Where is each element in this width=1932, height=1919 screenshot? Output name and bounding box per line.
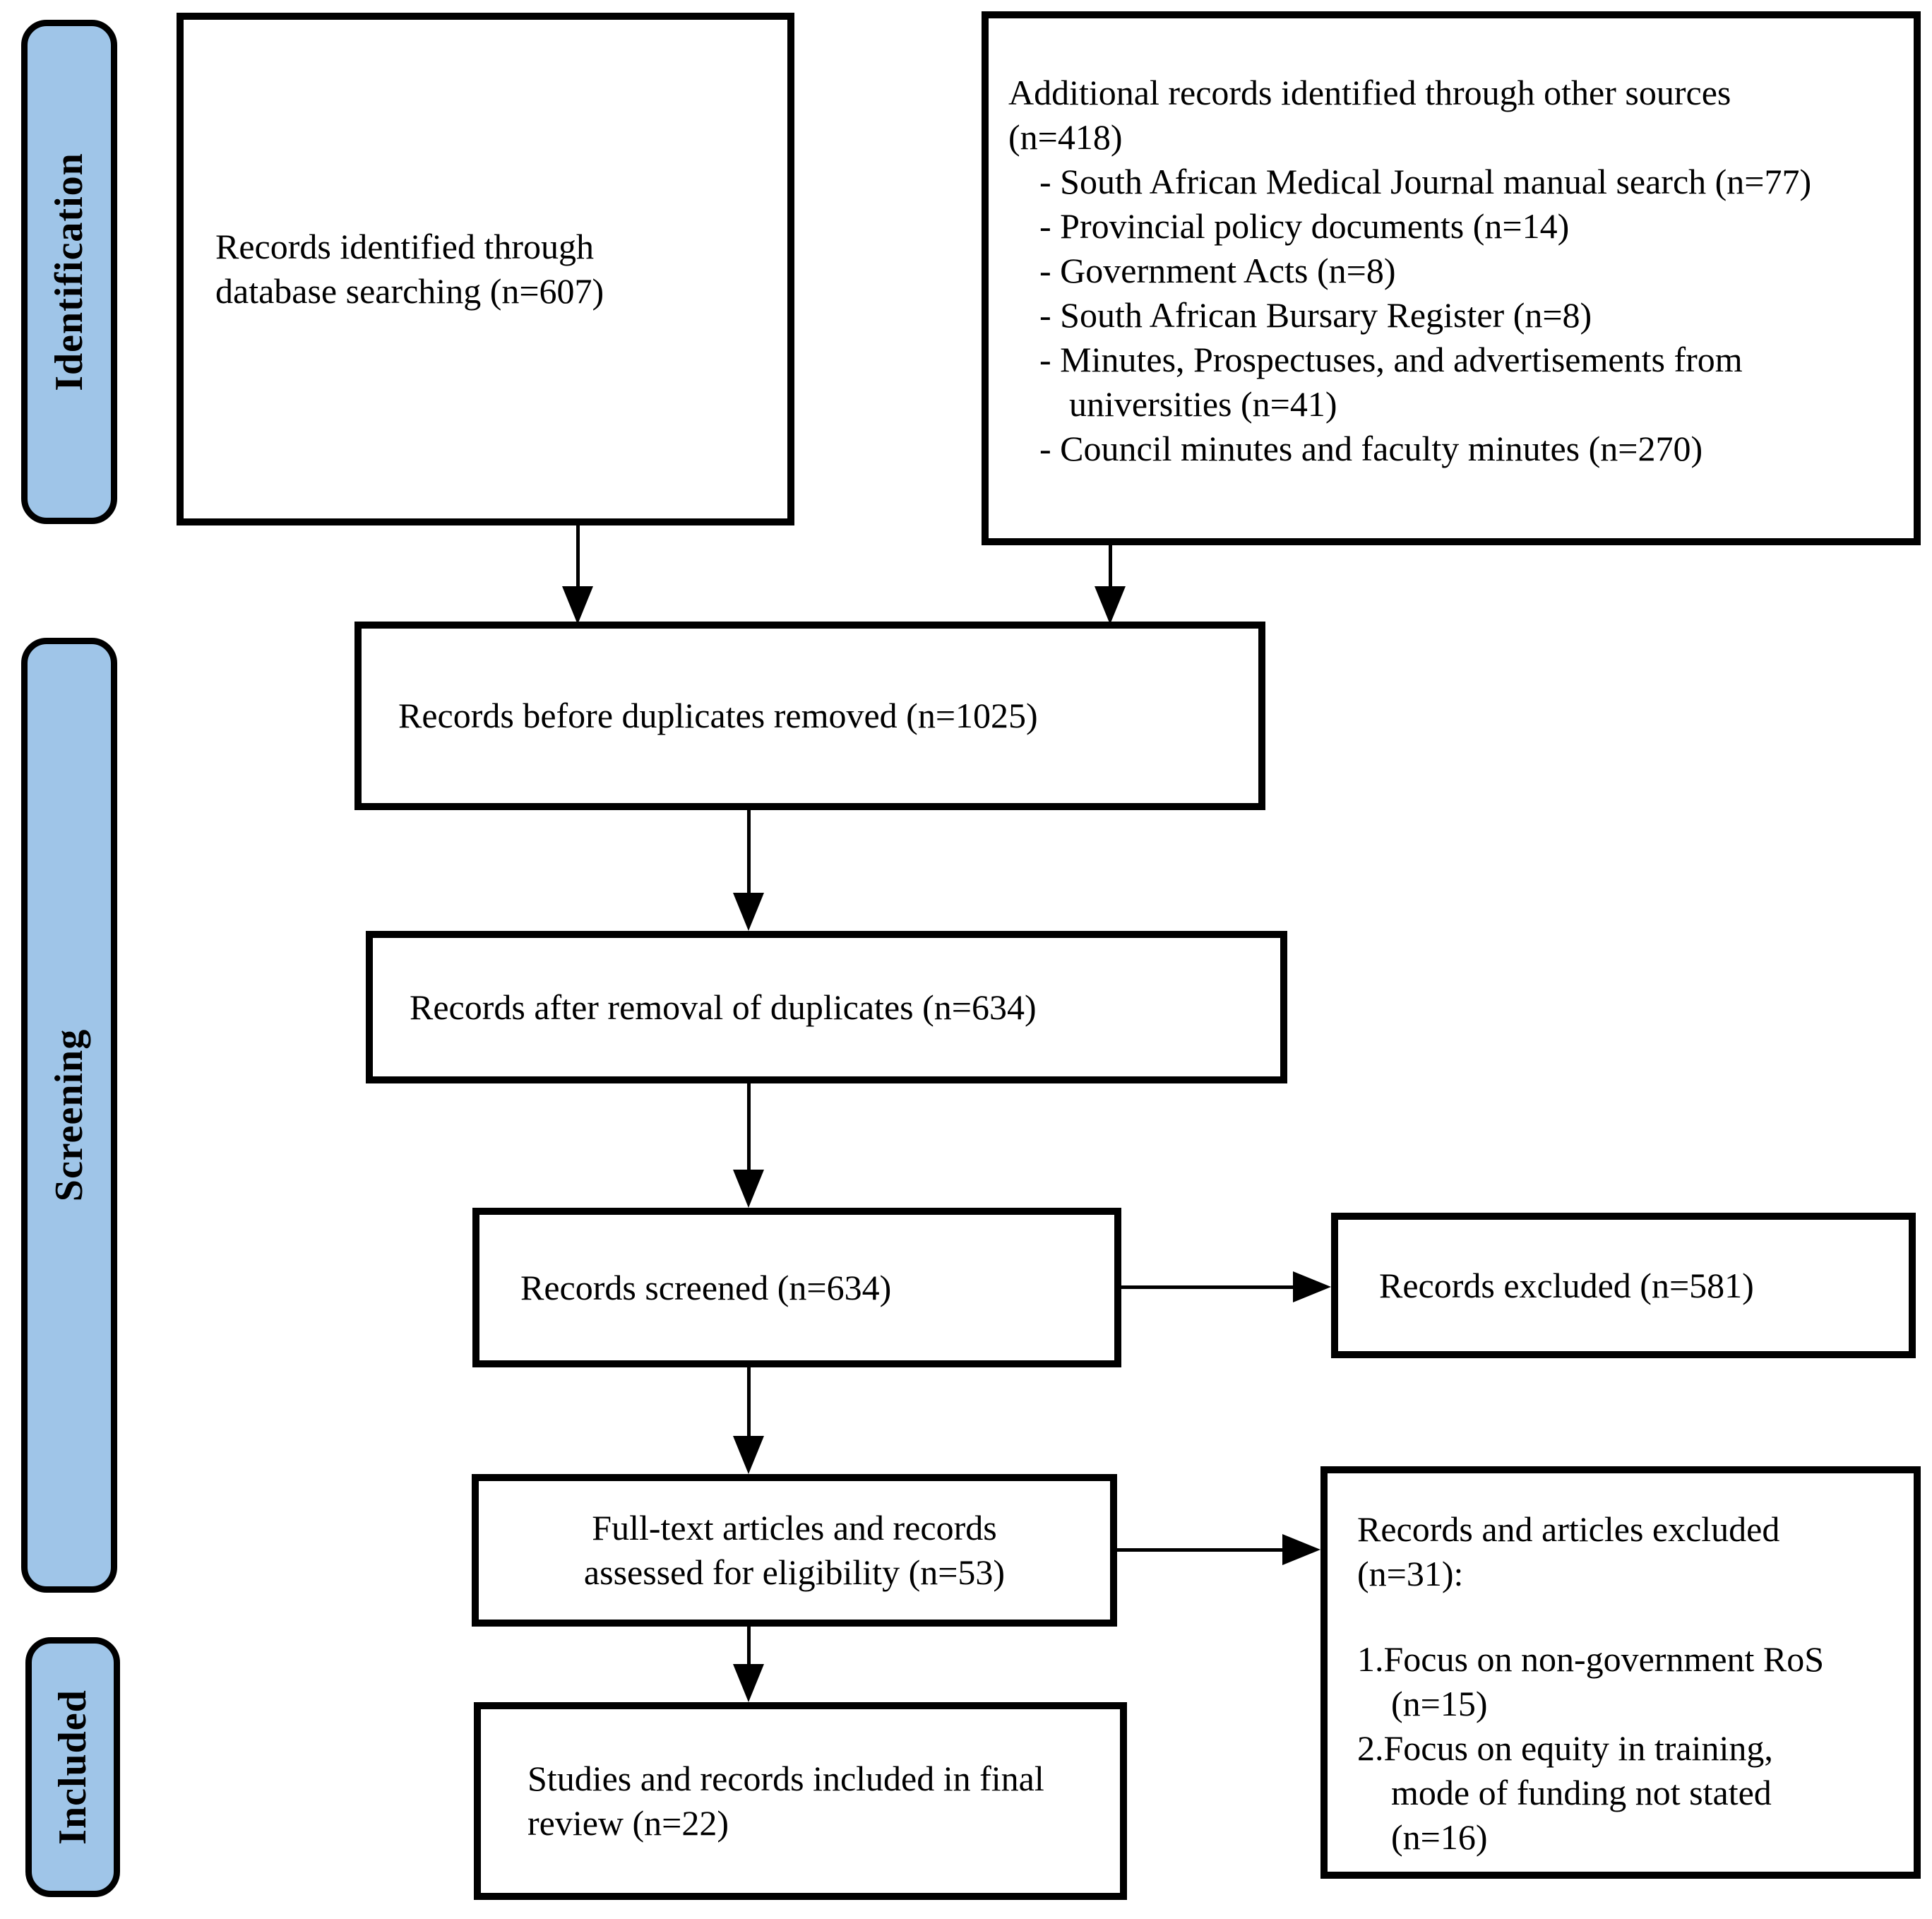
box-records-before-duplicates: Records before duplicates removed (n=102… [354,622,1265,810]
bullet-item: - Provincial policy documents (n=14) [1039,206,1570,246]
box-additional-records-other-sources: Additional records identified through ot… [982,11,1921,545]
bullet-item-continuation: universities (n=41) [1069,384,1337,424]
numbered-item-continuation: (n=15) [1391,1684,1488,1723]
box-text: Records excluded (n=581) [1379,1265,1754,1305]
box-text: Records after removal of duplicates (n=6… [410,987,1037,1027]
bullet-item: - Council minutes and faculty minutes (n… [1039,429,1703,468]
bullet-item: - Minutes, Prospectuses, and advertiseme… [1039,340,1743,379]
box-text-line: Full-text articles and records [592,1508,997,1547]
arrow-fulltext-to-included [747,1627,751,1665]
box-text-line: Additional records identified through ot… [1008,73,1731,112]
box-records-identified-database: Records identified through database sear… [177,13,794,525]
arrowhead-down-icon [1095,586,1126,624]
arrow-sources-to-before-duplicates [1109,545,1112,589]
box-text: Records screened (n=634) [520,1267,892,1307]
box-text-line: (n=31): [1357,1554,1464,1593]
stage-label-screening: Screening [47,1028,91,1202]
bullet-item: - South African Medical Journal manual s… [1039,162,1812,201]
numbered-item-continuation: mode of funding not stated [1391,1773,1772,1812]
arrowhead-down-icon [733,893,764,931]
numbered-item: 1.Focus on non-government RoS [1357,1639,1825,1679]
arrow-fulltext-to-articles-excluded [1117,1548,1284,1552]
stage-label-included: Included [51,1689,95,1845]
arrowhead-right-icon [1282,1534,1320,1565]
numbered-item: 2.Focus on equity in training, [1357,1728,1773,1768]
arrow-database-to-before-duplicates [576,525,580,588]
arrow-screened-to-excluded [1121,1285,1295,1289]
stage-label-identification: Identification [47,153,91,391]
arrowhead-right-icon [1293,1271,1331,1302]
arrowhead-down-icon [733,1664,764,1702]
stage-bar-included: Included [25,1637,120,1897]
box-text-line: assessed for eligibility (n=53) [583,1552,1006,1592]
numbered-item-continuation: (n=16) [1391,1817,1488,1857]
arrowhead-down-icon [562,586,593,624]
box-records-after-duplicates: Records after removal of duplicates (n=6… [366,931,1287,1083]
box-text-line: (n=418) [1008,117,1123,157]
arrowhead-down-icon [733,1436,764,1474]
box-records-excluded: Records excluded (n=581) [1331,1213,1916,1358]
arrow-screened-to-fulltext [747,1367,751,1437]
blank-line [1357,1596,1901,1637]
box-text: Records before duplicates removed (n=102… [398,696,1038,735]
box-records-articles-excluded: Records and articles excluded (n=31): 1.… [1320,1466,1921,1879]
bullet-item: - South African Bursary Register (n=8) [1039,295,1592,335]
box-text-line: database searching (n=607) [215,271,604,311]
arrowhead-down-icon [733,1170,764,1208]
arrow-after-duplicates-to-screened [747,1083,751,1171]
box-text-line: Studies and records included in final [527,1759,1044,1798]
bullet-item: - Government Acts (n=8) [1039,251,1396,290]
box-fulltext-assessed: Full-text articles and records assessed … [472,1474,1117,1627]
box-text-line: Records identified through [215,227,594,266]
box-records-screened: Records screened (n=634) [472,1208,1121,1367]
stage-bar-identification: Identification [21,20,117,524]
stage-bar-screening: Screening [21,638,117,1593]
box-studies-included-final-review: Studies and records included in final re… [474,1702,1127,1900]
box-text-line: Records and articles excluded [1357,1509,1780,1549]
box-text-line: review (n=22) [527,1803,729,1843]
arrow-before-to-after-duplicates [747,810,751,894]
